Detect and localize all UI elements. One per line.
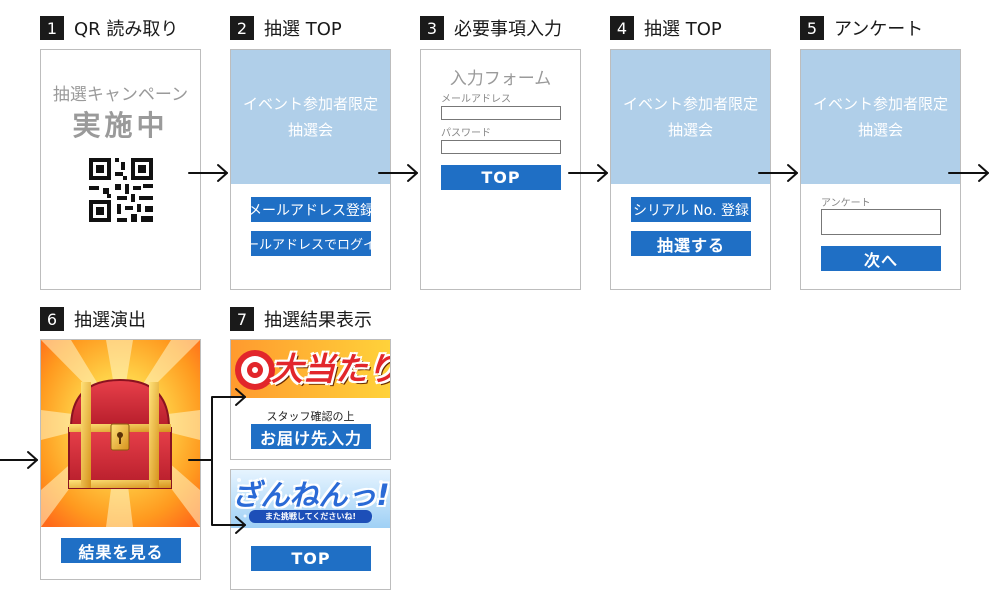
lottery-animation-screen: 結果を見る bbox=[40, 339, 201, 580]
lose-banner: ざんねんっ! また挑戦してくださいね! bbox=[231, 470, 390, 528]
email-login-button[interactable]: メールアドレスでログイン bbox=[233, 231, 389, 256]
step-number: 6 bbox=[40, 307, 64, 331]
view-result-button[interactable]: 結果を見る bbox=[61, 538, 181, 563]
result-win-screen: 大当たり!!! スタッフ確認の上 お届け先入力 bbox=[230, 339, 391, 460]
top-button[interactable]: TOP bbox=[441, 165, 561, 190]
step-number: 2 bbox=[230, 16, 254, 40]
step-title: 抽選演出 bbox=[74, 310, 146, 331]
step-title: QR 読み取り bbox=[74, 19, 179, 40]
step-title: アンケート bbox=[834, 19, 924, 40]
step-2-label: 2 抽選 TOP bbox=[230, 15, 342, 41]
password-label: パスワード bbox=[441, 128, 491, 139]
survey-screen: イベント参加者限定 抽選会 アンケート 次へ bbox=[800, 49, 961, 290]
event-header: イベント参加者限定 抽選会 bbox=[231, 50, 390, 184]
qr-code-icon bbox=[81, 150, 161, 230]
target-icon bbox=[235, 350, 275, 390]
step-number: 5 bbox=[800, 16, 824, 40]
arrow-right-icon bbox=[0, 451, 38, 469]
step-7-label: 7 抽選結果表示 bbox=[230, 306, 372, 332]
draw-button[interactable]: 抽選する bbox=[631, 231, 751, 256]
email-field[interactable] bbox=[441, 106, 561, 120]
step-5-label: 5 アンケート bbox=[800, 15, 923, 41]
step-number: 1 bbox=[40, 16, 64, 40]
step-4-label: 4 抽選 TOP bbox=[610, 15, 722, 41]
campaign-title: 抽選キャンペーン bbox=[52, 85, 189, 105]
step-3-label: 3 必要事項入力 bbox=[420, 15, 562, 41]
email-label: メールアドレス bbox=[441, 94, 511, 105]
staff-note: スタッフ確認の上 bbox=[266, 410, 355, 423]
campaign-status: 実施中 bbox=[72, 109, 169, 142]
survey-label: アンケート bbox=[821, 198, 871, 209]
win-banner-text: 大当たり!!! bbox=[271, 350, 390, 388]
result-lose-screen: ざんねんっ! また挑戦してくださいね! TOP bbox=[230, 469, 391, 590]
step-number: 3 bbox=[420, 16, 444, 40]
event-header: イベント参加者限定 抽選会 bbox=[611, 50, 770, 184]
input-form-screen: 入力フォーム メールアドレス パスワード TOP bbox=[420, 49, 581, 290]
win-banner: 大当たり!!! bbox=[231, 340, 390, 398]
step-number: 4 bbox=[610, 16, 634, 40]
survey-field[interactable] bbox=[821, 209, 941, 235]
lose-banner-subtext: また挑戦してくださいね! bbox=[264, 512, 357, 521]
next-button[interactable]: 次へ bbox=[821, 246, 941, 271]
serial-register-button[interactable]: シリアル No. 登録 bbox=[631, 197, 751, 222]
lottery-top-screen: イベント参加者限定 抽選会 メールアドレス登録 メールアドレスでログイン bbox=[230, 49, 391, 290]
step-title: 必要事項入力 bbox=[454, 19, 562, 40]
top-button[interactable]: TOP bbox=[251, 546, 371, 571]
email-register-button[interactable]: メールアドレス登録 bbox=[248, 197, 374, 222]
lottery-top-screen-logged-in: イベント参加者限定 抽選会 シリアル No. 登録 抽選する bbox=[610, 49, 771, 290]
enter-address-button[interactable]: お届け先入力 bbox=[251, 424, 371, 449]
step-title: 抽選 TOP bbox=[644, 19, 722, 40]
step-title: 抽選 TOP bbox=[264, 19, 342, 40]
form-title: 入力フォーム bbox=[449, 69, 552, 89]
qr-screen: 抽選キャンペーン 実施中 bbox=[40, 49, 201, 290]
treasure-chest-image bbox=[41, 340, 200, 527]
step-title: 抽選結果表示 bbox=[264, 310, 372, 331]
password-field[interactable] bbox=[441, 140, 561, 154]
lose-banner-text: ざんねんっ! bbox=[231, 478, 390, 512]
step-1-label: 1 QR 読み取り bbox=[40, 15, 178, 41]
event-header: イベント参加者限定 抽選会 bbox=[801, 50, 960, 184]
step-6-label: 6 抽選演出 bbox=[40, 306, 146, 332]
step-number: 7 bbox=[230, 307, 254, 331]
